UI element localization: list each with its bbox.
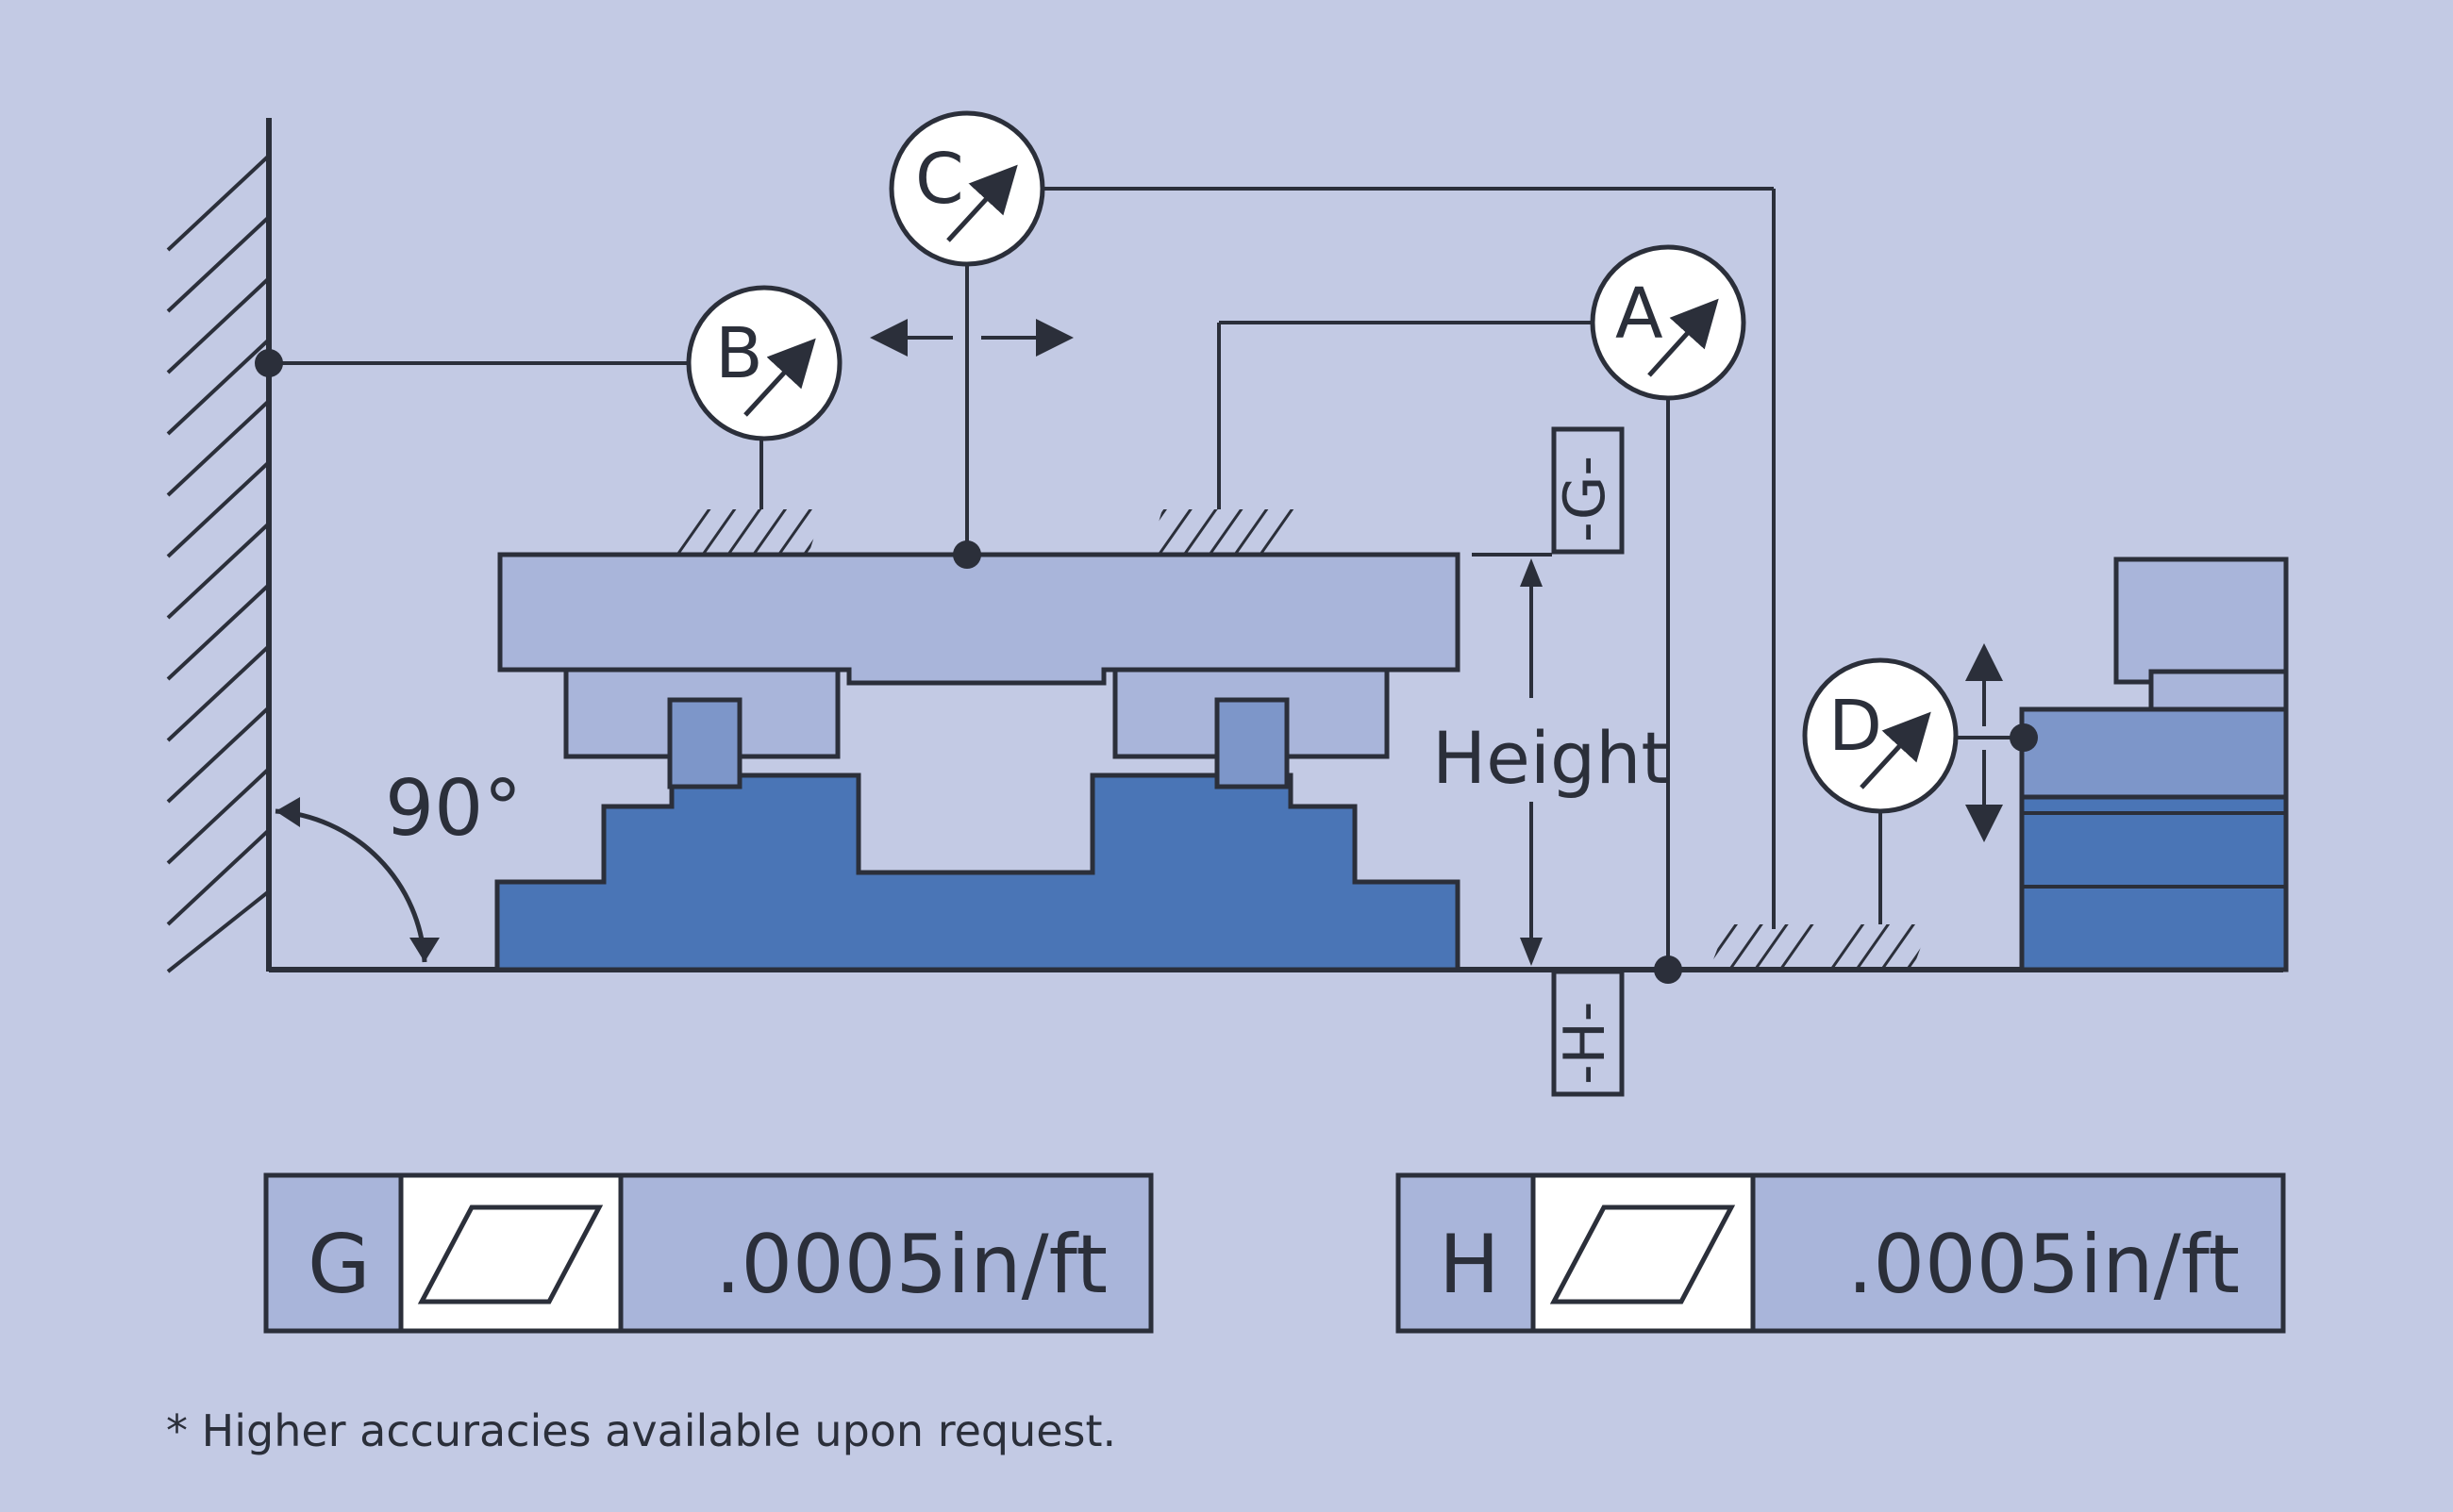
right-key — [1214, 697, 1290, 789]
datum-g-label: -G- — [1552, 456, 1618, 542]
gauge-c-floor-foot — [1710, 924, 1821, 970]
feature-control-h — [1395, 1172, 2286, 1334]
fcf-g-datum: G — [308, 1218, 371, 1312]
gauge-b-foot — [676, 509, 823, 555]
gauge-c-label: C — [915, 139, 964, 220]
fcf-h-datum: H — [1439, 1218, 1500, 1312]
gauge-a-foot — [1149, 509, 1297, 555]
angle-label: 90° — [385, 764, 522, 854]
gauge-b-icon — [686, 285, 843, 441]
datum-h-label: -H- — [1552, 1002, 1618, 1085]
flatness-icon — [417, 1205, 604, 1304]
flatness-icon — [1549, 1205, 1736, 1304]
side-fixture — [2019, 557, 2289, 972]
fcf-h-tolerance: .0005in/ft — [1847, 1218, 2240, 1312]
base-block — [494, 773, 1460, 972]
top-plate — [497, 552, 1460, 686]
gauge-d-floor-foot — [1823, 924, 1929, 970]
gauge-a-label: A — [1615, 274, 1663, 355]
datum-h-box: -H- — [1551, 969, 1625, 1097]
left-key — [667, 697, 743, 789]
footnote: * Higher accuracies available upon reque… — [166, 1405, 1117, 1456]
feature-control-g — [263, 1172, 1154, 1334]
gauge-b-label: B — [715, 313, 763, 394]
datum-g-box: -G- — [1551, 426, 1625, 555]
gauge-c-icon — [889, 110, 1045, 267]
gauge-d-label: D — [1828, 686, 1882, 767]
fcf-g-tolerance: .0005in/ft — [715, 1218, 1108, 1312]
right-angle-indicator — [275, 797, 440, 963]
height-label: Height — [1432, 716, 1669, 800]
reference-wall — [166, 118, 272, 973]
gauge-a-icon — [1590, 244, 1746, 401]
